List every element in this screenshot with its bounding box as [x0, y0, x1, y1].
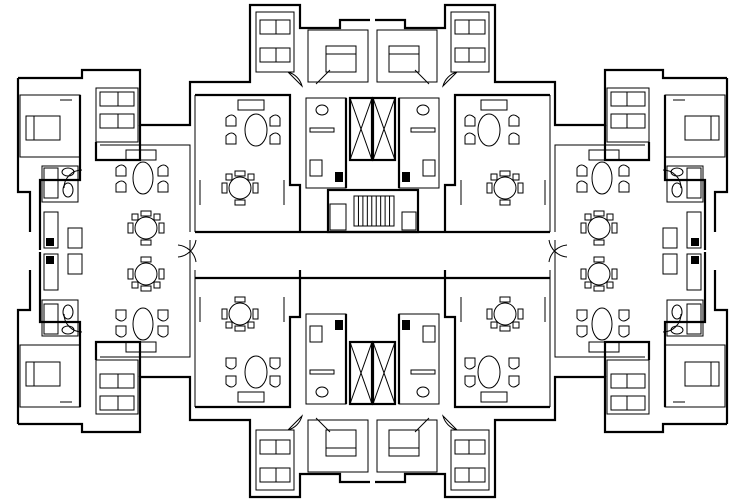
round-table — [228, 176, 252, 200]
bathtub — [43, 167, 59, 199]
door-swing — [63, 169, 83, 189]
stove — [335, 172, 343, 182]
toilet — [315, 104, 329, 116]
door-swing — [287, 71, 303, 88]
bed — [25, 115, 61, 141]
exterior-wall — [18, 3, 370, 127]
exterior-wall — [16, 78, 32, 232]
chair — [115, 164, 127, 177]
stove — [46, 238, 54, 246]
round-table — [134, 216, 158, 240]
interior-wall — [195, 93, 302, 232]
chair — [157, 164, 169, 177]
oval-table — [132, 161, 154, 195]
bed — [259, 19, 291, 35]
bedroom — [95, 87, 139, 143]
bed — [99, 91, 135, 107]
interior-wall — [94, 125, 142, 162]
door-swing — [177, 244, 197, 263]
kitchen-counter — [43, 211, 59, 249]
stair-steps — [353, 196, 395, 226]
chair — [157, 180, 169, 193]
toilet — [62, 182, 74, 198]
sofa — [125, 149, 157, 161]
bathroom — [41, 165, 79, 203]
bed — [259, 47, 291, 63]
apartment-quadrant — [16, 3, 374, 263]
bedroom — [255, 11, 295, 73]
bedroom — [307, 29, 369, 83]
chair — [115, 180, 127, 193]
door-swing — [315, 69, 331, 85]
sofa — [237, 99, 265, 111]
oval-table — [244, 113, 268, 147]
stair-core — [326, 188, 420, 234]
interior-wall — [100, 144, 191, 232]
bed — [99, 113, 135, 129]
bed — [325, 45, 357, 73]
kitchen-counter — [67, 227, 83, 249]
interior-wall — [38, 95, 82, 250]
